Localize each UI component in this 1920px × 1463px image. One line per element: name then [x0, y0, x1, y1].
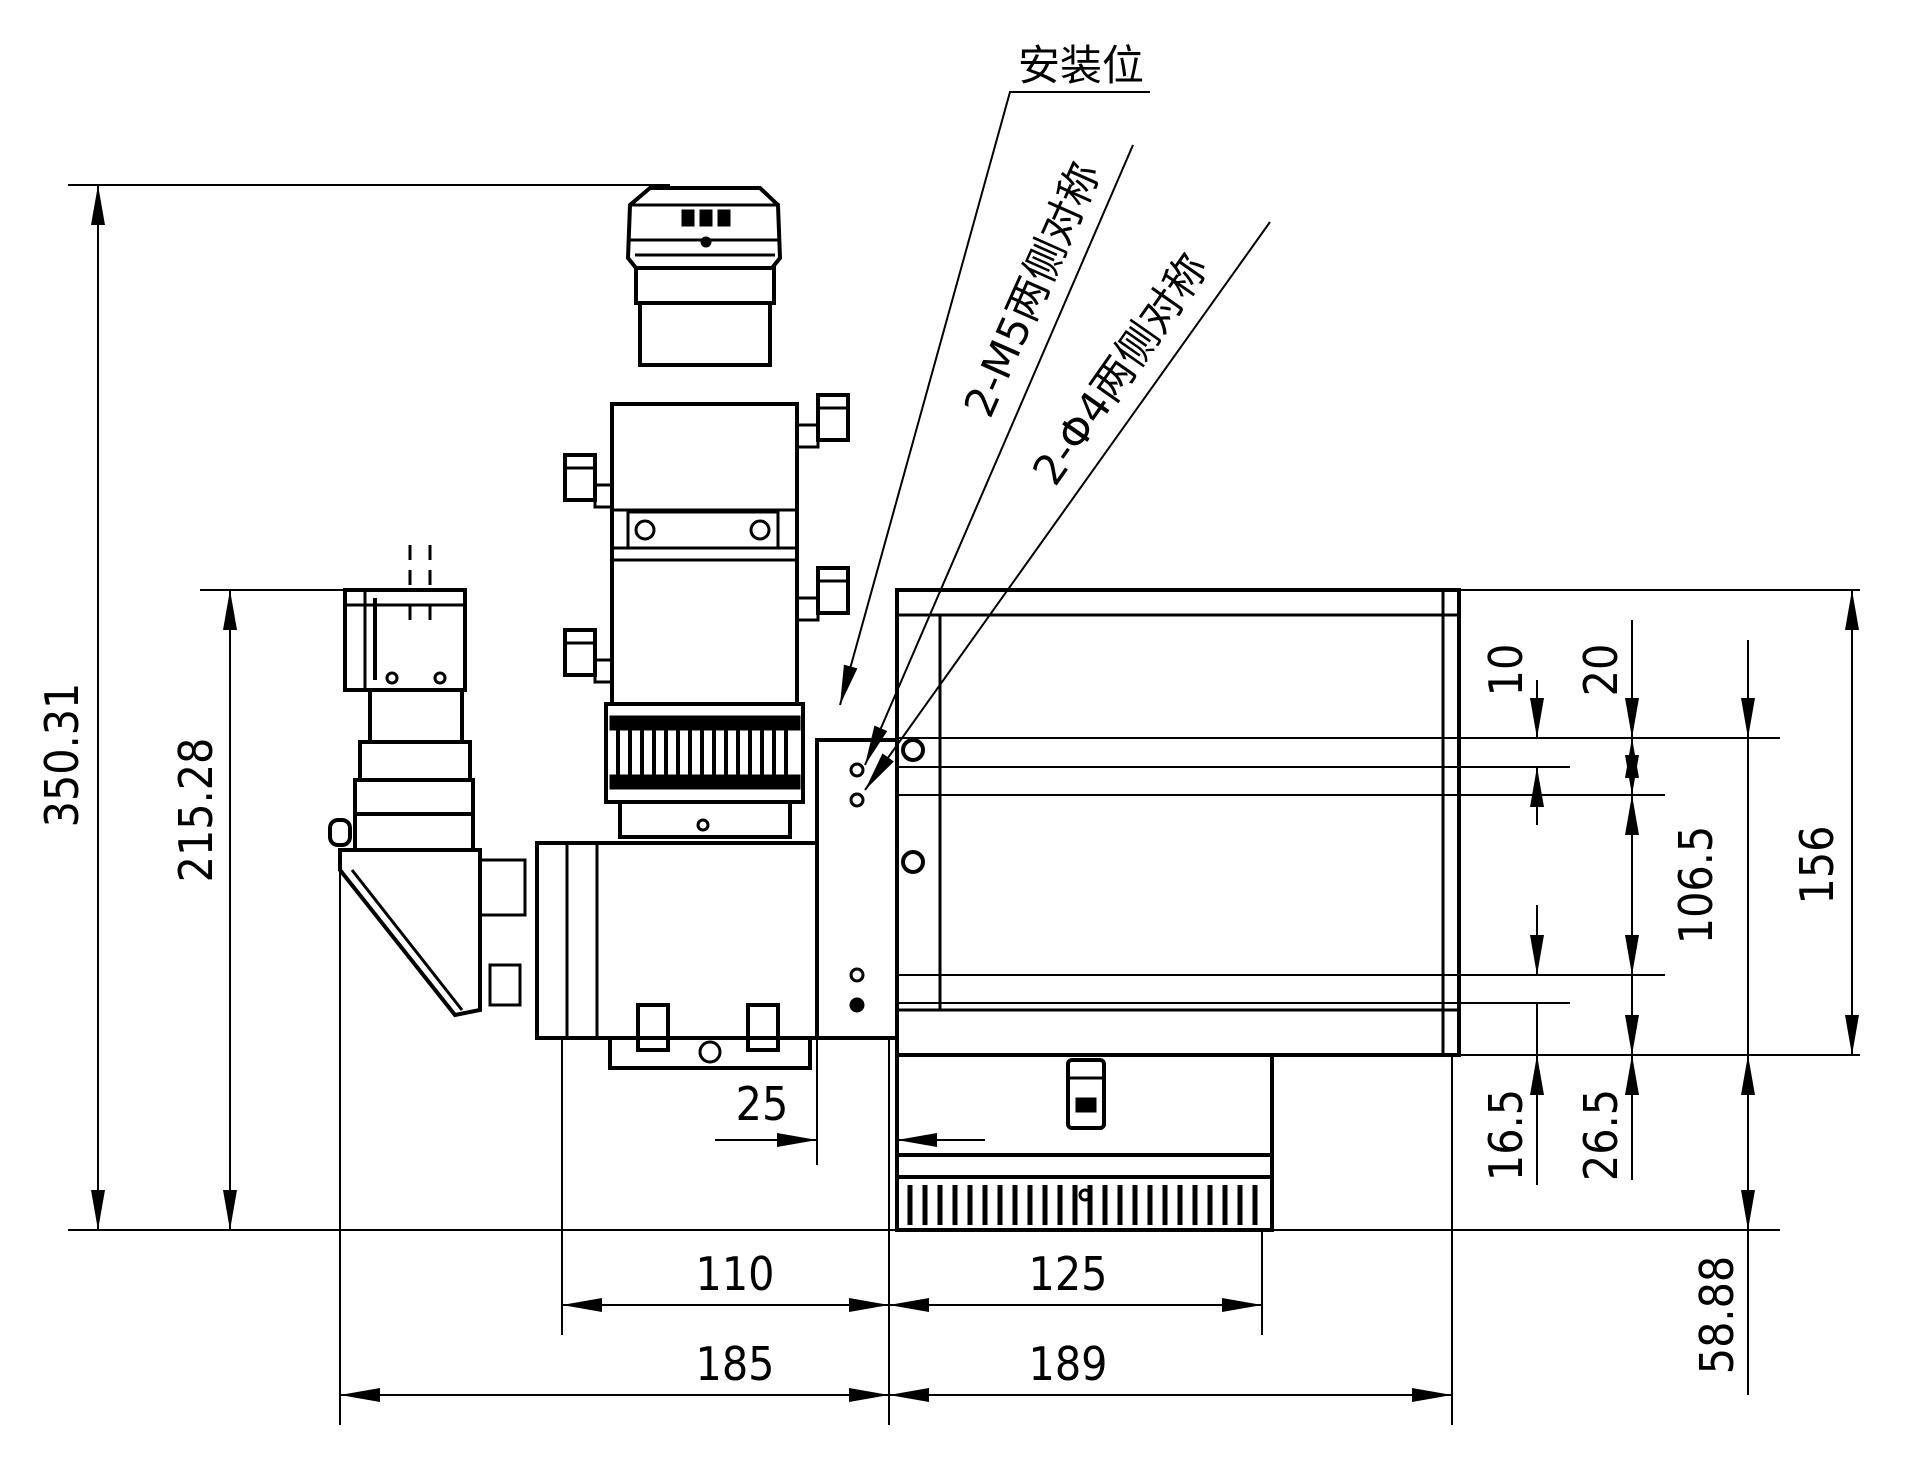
dim-offset-25: 25 — [736, 1077, 789, 1131]
laser-head-assembly — [328, 186, 1461, 1232]
dim-width-125: 125 — [1029, 1247, 1108, 1301]
water-fitting-left-lower — [563, 628, 614, 684]
dim-v-20: 20 — [1574, 644, 1628, 697]
dim-v-26-5: 26.5 — [1574, 1089, 1628, 1181]
note-mount-position: 安装位 — [1018, 41, 1144, 90]
dim-v-156: 156 — [1790, 826, 1844, 905]
top-cap — [625, 186, 783, 367]
water-fitting-left-upper — [563, 453, 614, 509]
main-body — [535, 738, 899, 1070]
knurl-ring — [609, 715, 801, 790]
cutting-head-housing — [895, 588, 1461, 1057]
camera-module — [328, 545, 527, 1018]
nozzle-assembly — [895, 1053, 1274, 1232]
dim-head-height: 215.28 — [169, 738, 223, 883]
dim-v-16-5: 16.5 — [1479, 1089, 1533, 1181]
dim-total-height: 350.31 — [35, 683, 89, 828]
water-fitting-right-lower — [795, 566, 850, 622]
dim-v-10: 10 — [1479, 644, 1533, 697]
dim-v-106-5: 106.5 — [1669, 826, 1723, 944]
water-fitting-right-upper — [795, 393, 850, 449]
collimator-body — [563, 393, 850, 839]
dim-v-58-88: 58.88 — [1690, 1256, 1744, 1374]
dimension-labels: 350.31 215.28 110 125 185 189 25 10 20 1… — [35, 644, 1844, 1391]
annotation-notes: 安装位 2-M5两侧对称 2-Φ4两侧对称 — [954, 41, 1217, 494]
dim-width-110: 110 — [696, 1247, 775, 1301]
dim-width-185: 185 — [696, 1337, 775, 1391]
dimension-lines — [68, 91, 1860, 1425]
dim-width-189: 189 — [1029, 1337, 1108, 1391]
